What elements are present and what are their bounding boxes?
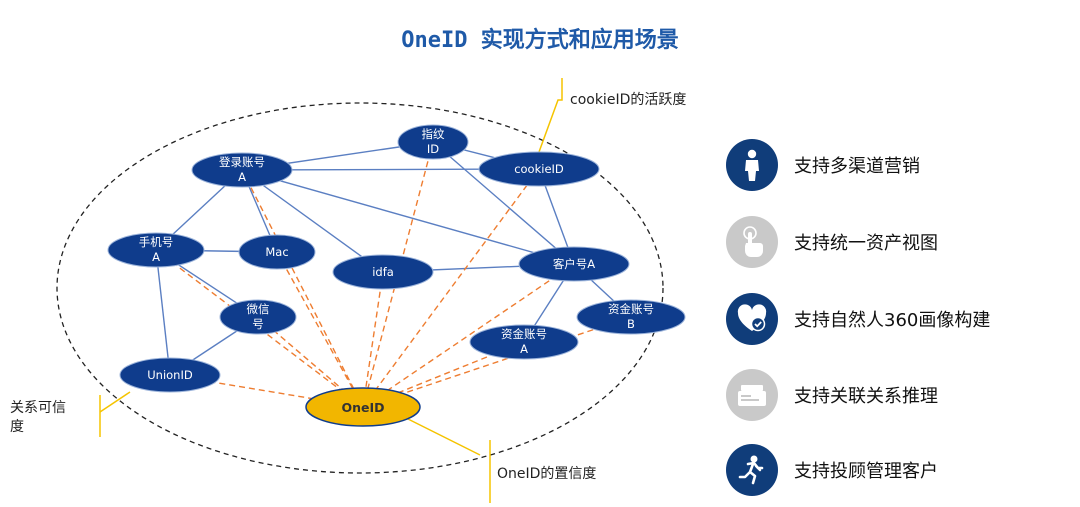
svg-text:微信: 微信 [247,302,270,316]
node-mac: Mac [238,234,316,270]
node-fund-account-a: 资金账号 A [469,324,579,360]
node-fund-account-b: 资金账号 B [576,299,686,335]
svg-text:资金账号: 资金账号 [501,327,547,341]
node-fingerprint-id: 指纹 ID [397,124,469,160]
person-icon [726,139,778,191]
feature-label: 支持关联关系推理 [794,386,938,407]
svg-text:A: A [238,170,246,184]
feature-label: 支持投顾管理客户 [794,461,938,482]
heart-check-icon [726,293,778,345]
svg-text:客户号A: 客户号A [553,257,595,271]
callout-lines [99,78,563,503]
card-icon [726,369,778,421]
node-cookieid: cookieID [478,151,600,187]
svg-text:OneID: OneID [341,400,384,415]
svg-text:B: B [627,317,635,331]
oneid-graph-diagram: 登录账号 A 指纹 ID cookieID 手机号 A Mac idfa 客户号… [56,78,686,503]
svg-text:cookieID: cookieID [514,162,564,176]
node-customer-a: 客户号A [518,246,630,282]
svg-text:Mac: Mac [265,245,288,259]
svg-text:A: A [152,250,160,264]
node-login-account-a: 登录账号 A [191,152,293,188]
feature-unified-asset-view: 支持统一资产视图 [726,216,938,268]
callout-relation-trust-line2: 度 [10,419,24,435]
feature-advisor-client-management: 支持投顾管理客户 [726,444,938,496]
node-wechat: 微信 号 [219,299,297,335]
callout-relation-trust-line1: 关系可信 [10,400,66,416]
page-title: OneID 实现方式和应用场景 [401,28,679,53]
callout-oneid-confidence: OneID的置信度 [497,466,597,482]
node-oneid: OneID [305,387,421,427]
svg-text:A: A [520,342,528,356]
touch-hand-icon [726,216,778,268]
feature-label: 支持统一资产视图 [794,233,938,254]
feature-label: 支持多渠道营销 [794,156,920,177]
svg-text:号: 号 [252,317,264,331]
node-idfa: idfa [332,254,434,290]
node-unionid: UnionID [119,357,221,393]
feature-360-portrait: 支持自然人360画像构建 [726,293,991,345]
svg-text:手机号: 手机号 [139,235,174,249]
svg-text:资金账号: 资金账号 [608,302,654,316]
svg-text:idfa: idfa [372,265,394,279]
runner-icon [726,444,778,496]
svg-text:ID: ID [427,142,439,156]
svg-text:登录账号: 登录账号 [219,155,265,169]
callout-cookie-activity: cookieID的活跃度 [570,92,687,108]
svg-text:指纹: 指纹 [422,127,445,141]
node-phone-a: 手机号 A [107,232,205,268]
feature-relation-inference: 支持关联关系推理 [726,369,938,421]
feature-label: 支持自然人360画像构建 [794,310,991,331]
identity-boundary-ellipse [56,102,664,474]
svg-text:UnionID: UnionID [147,368,193,382]
feature-multichannel-marketing: 支持多渠道营销 [726,139,920,191]
